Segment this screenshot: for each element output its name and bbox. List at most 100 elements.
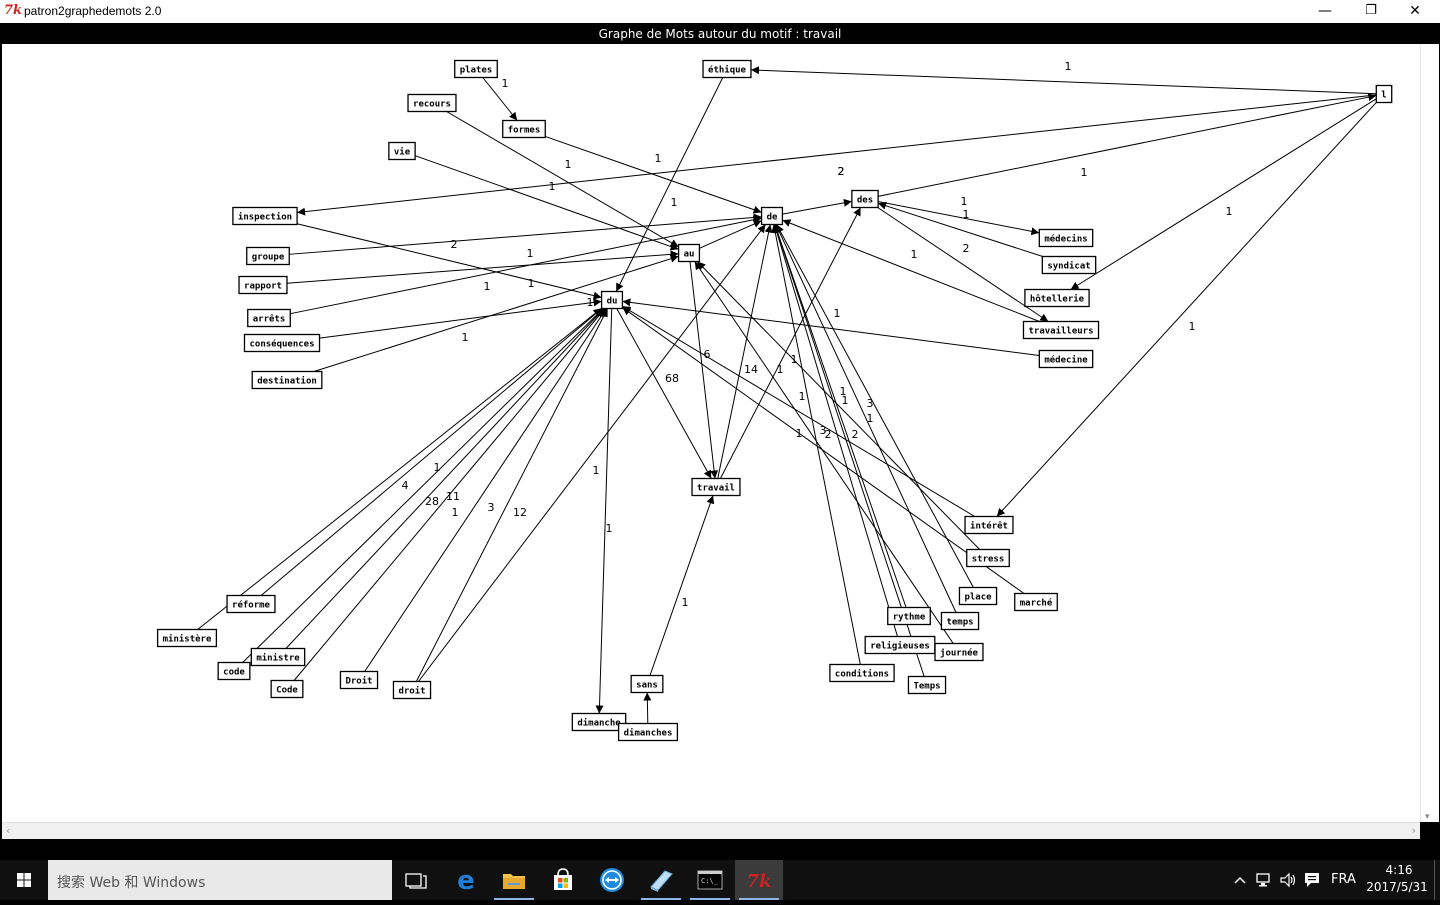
scroll-right-arrow-icon[interactable]: ›: [1411, 824, 1416, 837]
graph-node-label: dimanche: [577, 718, 621, 729]
graph-node-label: rythme: [893, 613, 926, 623]
graph-node-l[interactable]: l: [1375, 84, 1393, 104]
graph-node-ethique[interactable]: éthique: [702, 59, 752, 79]
edge-weight-label: 1: [796, 427, 803, 440]
windows-logo-icon: [17, 873, 31, 887]
clock-time[interactable]: 4:16: [1385, 863, 1413, 877]
teamviewer-taskbar-button[interactable]: [588, 860, 636, 900]
graph-node-temps[interactable]: temps: [940, 611, 980, 631]
graph-node-sans[interactable]: sans: [630, 674, 664, 694]
graph-node-label: hôtellerie: [1030, 294, 1085, 305]
window-title: patron2graphedemots 2.0: [24, 4, 162, 18]
maximize-button[interactable]: ❐: [1365, 3, 1377, 18]
graph-node-medecins[interactable]: médecins: [1038, 228, 1094, 248]
graph-node-place[interactable]: place: [958, 586, 998, 606]
scroll-left-arrow-icon[interactable]: ‹: [6, 824, 11, 837]
graph-node-code[interactable]: code: [217, 661, 251, 681]
graph-edge-des-to-travailleurs: [877, 207, 1049, 322]
graph-node-ministere[interactable]: ministère: [156, 628, 218, 648]
graph-edge-l-to-hotellerie: [1070, 98, 1377, 290]
graph-node-label: droit: [398, 686, 425, 697]
graph-node-consequences[interactable]: conséquences: [243, 333, 321, 353]
show-hidden-icons-chevron-icon[interactable]: [1232, 872, 1248, 888]
graph-node-groupe[interactable]: groupe: [246, 246, 290, 266]
taskbar-search-box[interactable]: 搜索 Web 和 Windows: [48, 860, 392, 900]
terminal-taskbar-button[interactable]: C:\_: [686, 860, 734, 900]
graph-node-box: [691, 477, 741, 497]
store-taskbar-button[interactable]: [539, 860, 587, 900]
minimize-button[interactable]: —: [1318, 3, 1332, 19]
graph-node-box: [617, 722, 679, 742]
graph-node-dimanches[interactable]: dimanches: [617, 722, 679, 742]
vertical-scrollbar[interactable]: ▾: [1420, 44, 1439, 822]
edge-weight-label: 1: [462, 331, 469, 344]
graph-node-Code[interactable]: Code: [270, 679, 304, 699]
graph-node-syndicat[interactable]: syndicat: [1041, 255, 1097, 275]
graph-node-box: [1038, 349, 1094, 369]
graph-node-interet[interactable]: intérêt: [964, 515, 1014, 535]
graph-node-box: [702, 59, 752, 79]
graph-node-box: [907, 675, 947, 695]
graph-edge-travail-to-des: [719, 207, 862, 479]
task-view-button[interactable]: [392, 860, 440, 900]
graph-node-Temps[interactable]: Temps: [907, 675, 947, 695]
edge-weight-label: 1: [963, 208, 970, 221]
graph-edge-groupe-to-de: [289, 213, 762, 255]
graph-node-du[interactable]: du: [600, 290, 624, 310]
graph-node-hotellerie[interactable]: hôtellerie: [1024, 288, 1090, 308]
graph-node-destination[interactable]: destination: [251, 370, 323, 390]
graph-node-de[interactable]: de: [760, 206, 784, 226]
graph-node-box: [1014, 592, 1058, 612]
graph-node-ministre[interactable]: ministre: [250, 647, 306, 667]
graph-node-label: travail: [697, 483, 735, 494]
graph-node-travailleurs[interactable]: travailleurs: [1022, 320, 1100, 340]
graph-node-Droit[interactable]: Droit: [339, 670, 379, 690]
graph-node-stress[interactable]: stress: [966, 548, 1010, 568]
start-button[interactable]: [0, 860, 48, 900]
graph-node-au[interactable]: au: [677, 243, 701, 263]
graph-node-label: conséquences: [249, 339, 314, 350]
graph-node-rapport[interactable]: rapport: [238, 275, 288, 295]
graph-node-rythme[interactable]: rythme: [887, 606, 931, 626]
graph-node-religieuses[interactable]: religieuses: [864, 635, 936, 655]
volume-icon[interactable]: [1279, 871, 1297, 889]
tk-app-taskbar-button[interactable]: 7k: [735, 860, 783, 900]
graph-node-reforme[interactable]: réforme: [226, 594, 276, 614]
input-language-indicator[interactable]: FRA: [1331, 872, 1356, 887]
network-icon[interactable]: [1255, 871, 1273, 889]
graph-node-medecine[interactable]: médecine: [1038, 349, 1094, 369]
graph-node-formes[interactable]: formes: [502, 119, 546, 139]
action-center-icon[interactable]: [1303, 871, 1321, 889]
graph-edge-Code-to-du: [293, 308, 606, 681]
horizontal-scrollbar[interactable]: ‹ ›: [2, 822, 1420, 839]
graph-node-box: [251, 370, 323, 390]
graph-edge-travail-to-de: [717, 224, 773, 479]
file-explorer-taskbar-button[interactable]: [490, 860, 538, 900]
graph-edge-destination-to-au: [313, 254, 679, 372]
graph-node-travail[interactable]: travail: [691, 477, 741, 497]
graph-edge-l-to-ethique: [750, 66, 1377, 95]
graph-node-marche[interactable]: marché: [1014, 592, 1058, 612]
graph-node-plates[interactable]: plates: [454, 59, 498, 79]
clock-date[interactable]: 2017/5/31: [1366, 880, 1428, 894]
edge-taskbar-button[interactable]: e: [442, 860, 490, 900]
graph-node-label: conditions: [835, 669, 889, 680]
graph-node-inspection[interactable]: inspection: [232, 206, 298, 226]
scroll-down-arrow-icon[interactable]: ▾: [1425, 812, 1430, 822]
notes-taskbar-button[interactable]: [637, 860, 685, 900]
graph-node-dimanche[interactable]: dimanche: [571, 712, 627, 732]
graph-node-arrets[interactable]: arrêts: [247, 308, 291, 328]
graph-node-journee[interactable]: journée: [934, 642, 984, 662]
graph-node-droit[interactable]: droit: [392, 680, 432, 700]
graph-node-recours[interactable]: recours: [407, 93, 457, 113]
graph-node-des[interactable]: des: [851, 189, 879, 209]
graph-node-conditions[interactable]: conditions: [829, 663, 895, 683]
graph-node-vie[interactable]: vie: [388, 141, 416, 161]
show-desktop-button[interactable]: [1434, 860, 1435, 900]
edge-weight-label: 1: [587, 296, 594, 309]
graph-edge-du-to-dimanche: [595, 308, 613, 714]
search-placeholder: 搜索 Web 和 Windows: [57, 875, 206, 891]
close-button[interactable]: ✕: [1409, 3, 1421, 19]
graph-node-label: éthique: [708, 65, 747, 76]
